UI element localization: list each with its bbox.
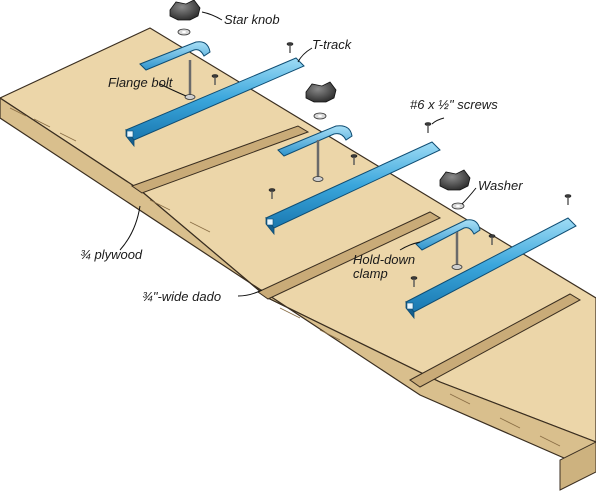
flange-bolt-2 [312, 140, 324, 182]
t-track-2 [265, 141, 441, 236]
star-knob-2 [305, 81, 337, 103]
screw [488, 234, 496, 245]
leader-screws [431, 117, 445, 125]
hold-down-clamp-2 [277, 125, 353, 157]
label-t-track: T-track [312, 37, 352, 52]
screw [211, 74, 219, 85]
screw [564, 194, 572, 205]
plywood-front-edge [0, 97, 596, 473]
hold-down-clamp-3 [415, 219, 481, 251]
plywood-ply-marks [9, 107, 561, 447]
screw [268, 188, 276, 199]
screw [286, 42, 294, 53]
washer-1 [177, 28, 191, 36]
plywood-top-surface [0, 27, 596, 443]
leader-hold-down-clamp [399, 241, 421, 251]
screws [211, 42, 572, 287]
star-knob-3 [439, 169, 471, 191]
washer-3 [451, 202, 465, 210]
dado-groove-1 [130, 125, 310, 194]
hold-down-clamp-1 [139, 41, 211, 71]
label-washer: Washer [478, 178, 523, 193]
dado-groove-3 [409, 293, 582, 388]
leader-washer [461, 187, 477, 205]
label-plywood: ¾ plywood [80, 247, 143, 262]
label-screws: #6 x ½" screws [410, 97, 498, 112]
leader-star-knob [201, 11, 223, 21]
star-knob-1 [169, 0, 201, 21]
label-hold-down-clamp: Hold-down clamp [353, 252, 416, 281]
label-flange-bolt: Flange bolt [108, 75, 173, 90]
leader-flange-bolt [159, 83, 187, 97]
leader-dado [237, 289, 263, 297]
t-track-3 [405, 217, 577, 320]
leader-t-track [297, 47, 313, 63]
label-dado: ¾"-wide dado [142, 289, 222, 304]
flange-bolt-1 [184, 60, 196, 100]
t-track-1 [125, 57, 305, 148]
leader-plywood [119, 205, 141, 251]
screw [350, 154, 358, 165]
label-star-knob: Star knob [224, 12, 280, 27]
flange-bolt-3 [451, 232, 463, 270]
washer-2 [313, 112, 327, 120]
plywood-end-face [559, 441, 596, 491]
leader-lines [119, 11, 477, 297]
screw [410, 276, 418, 287]
screw [424, 122, 432, 133]
dado-groove-2 [257, 211, 442, 300]
